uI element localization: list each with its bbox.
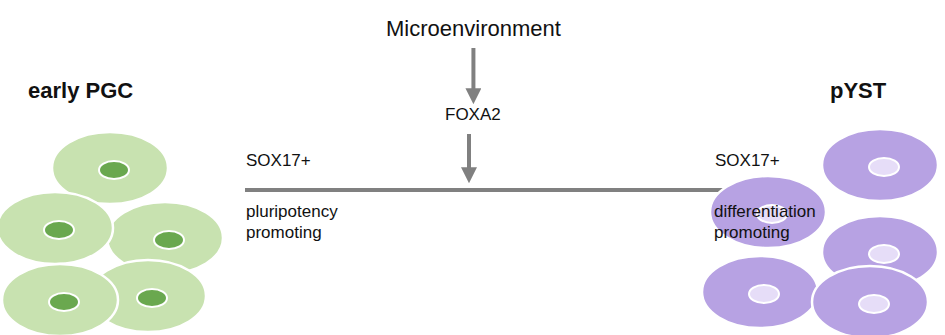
cell-population: early PGC (0, 78, 245, 335)
factor-node: Microenvironment (382, 14, 565, 44)
state-label: differentiation promoting (714, 201, 834, 243)
state-label: SOX17+ (246, 150, 311, 171)
population-heading: pYST (805, 78, 945, 104)
factor-label: Microenvironment (386, 16, 561, 42)
state-label: pluripotency promoting (246, 201, 356, 243)
factor-node: FOXA2 (441, 103, 505, 127)
factor-label: FOXA2 (445, 105, 501, 125)
modulation-arrow (467, 134, 471, 176)
transition-arrow (471, 48, 475, 97)
cell-population: pYST (805, 78, 945, 335)
population-heading: early PGC (0, 78, 245, 104)
state-label: SOX17+ (715, 150, 780, 171)
